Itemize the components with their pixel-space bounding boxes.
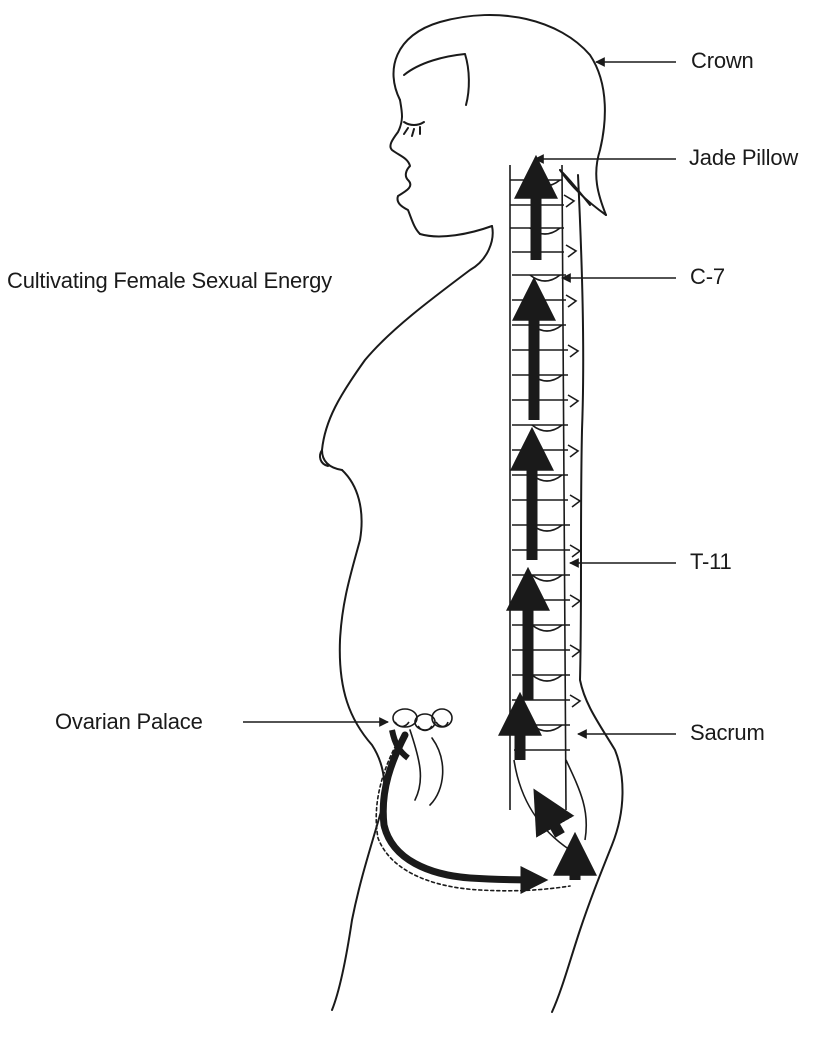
ovaries [392,709,452,758]
label-t11: T-11 [690,551,732,573]
label-crown: Crown [691,50,754,72]
diagram-title: Cultivating Female Sexual Energy [7,270,332,292]
label-pointers [243,62,676,734]
label-c7: C-7 [690,266,725,288]
label-sacrum: Sacrum [690,722,765,744]
label-jade-pillow: Jade Pillow [689,147,798,169]
label-ovarian-palace: Ovarian Palace [55,711,203,733]
